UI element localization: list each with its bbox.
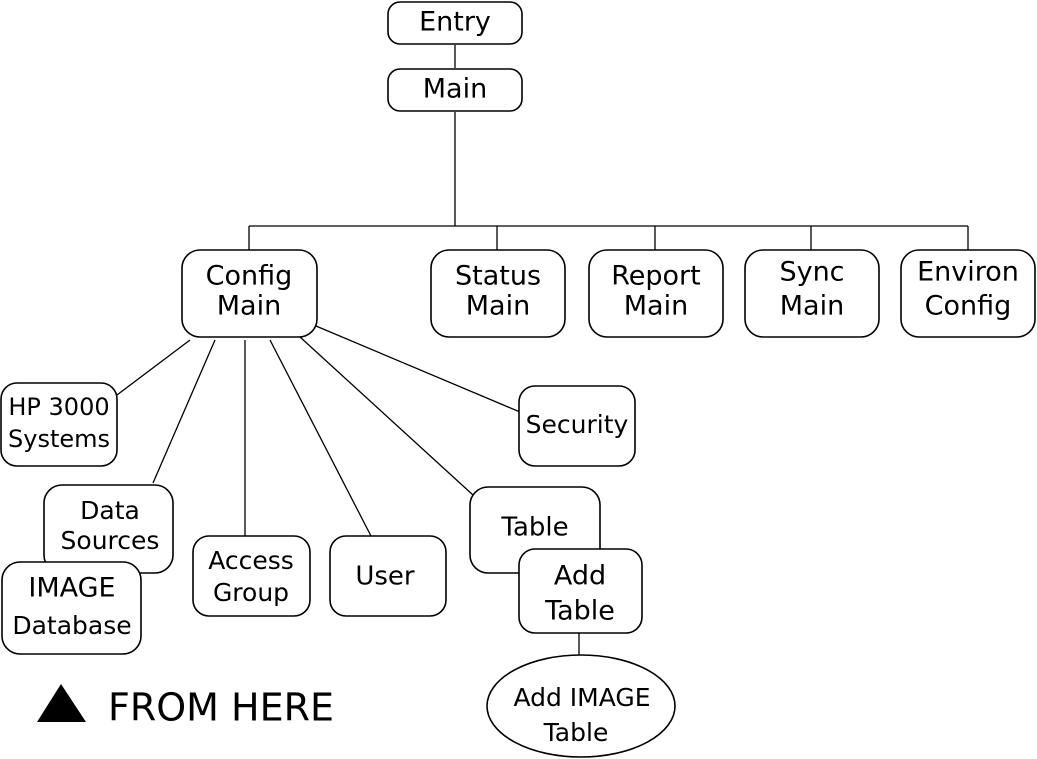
node-hp3000-systems-line2: Systems [8, 425, 110, 453]
node-add-table-line2: Table [544, 596, 615, 627]
node-add-image-table[interactable]: Add IMAGE Table [486, 654, 676, 758]
node-status-main[interactable]: Status Main [430, 249, 566, 338]
node-add-table-line1: Add [554, 561, 606, 592]
node-data-sources-line2: Sources [61, 526, 160, 555]
node-entry[interactable]: Entry [387, 1, 523, 45]
node-status-main-line2: Main [466, 291, 530, 322]
node-config-main-line1: Config [206, 261, 293, 292]
node-environ-config-line2: Config [925, 291, 1012, 322]
node-add-image-table-line1: Add IMAGE [513, 683, 650, 712]
node-sync-main-line2: Main [780, 291, 844, 322]
node-access-group[interactable]: Access Group [192, 535, 311, 617]
node-hp3000-systems-line1: HP 3000 [8, 393, 109, 421]
node-sync-main-line1: Sync [779, 257, 844, 288]
node-access-group-line1: Access [208, 546, 294, 575]
node-image-database[interactable]: IMAGE Database [1, 561, 142, 655]
node-config-main-line2: Main [217, 291, 281, 322]
node-data-sources[interactable]: Data Sources [43, 484, 174, 574]
legend-text: FROM HERE [108, 686, 334, 730]
node-config-main[interactable]: Config Main [181, 249, 318, 338]
node-environ-config[interactable]: Environ Config [900, 249, 1036, 338]
node-security[interactable]: Security [518, 385, 636, 467]
node-image-database-line2: Database [12, 611, 131, 640]
node-data-sources-line1: Data [80, 496, 140, 525]
legend: FROM HERE [37, 684, 334, 730]
node-add-table[interactable]: Add Table [518, 548, 643, 634]
node-main[interactable]: Main [387, 68, 523, 112]
node-access-group-line2: Group [213, 578, 289, 607]
node-main-label: Main [423, 74, 487, 105]
connectors [116, 45, 969, 656]
node-report-main-line1: Report [611, 261, 701, 292]
node-security-label: Security [526, 410, 629, 439]
node-status-main-line1: Status [455, 261, 541, 292]
node-image-database-line1: IMAGE [28, 573, 115, 604]
node-user[interactable]: User [329, 535, 447, 617]
triangle-up-icon [37, 684, 86, 722]
node-table-label: Table [500, 513, 568, 543]
node-hp3000-systems[interactable]: HP 3000 Systems [0, 382, 118, 467]
node-report-main[interactable]: Report Main [588, 249, 724, 338]
node-entry-label: Entry [419, 7, 491, 38]
node-user-label: User [355, 562, 415, 592]
node-sync-main[interactable]: Sync Main [744, 249, 880, 338]
node-report-main-line2: Main [624, 291, 688, 322]
node-environ-config-line1: Environ [917, 257, 1019, 288]
node-add-image-table-line2: Table [543, 718, 609, 747]
